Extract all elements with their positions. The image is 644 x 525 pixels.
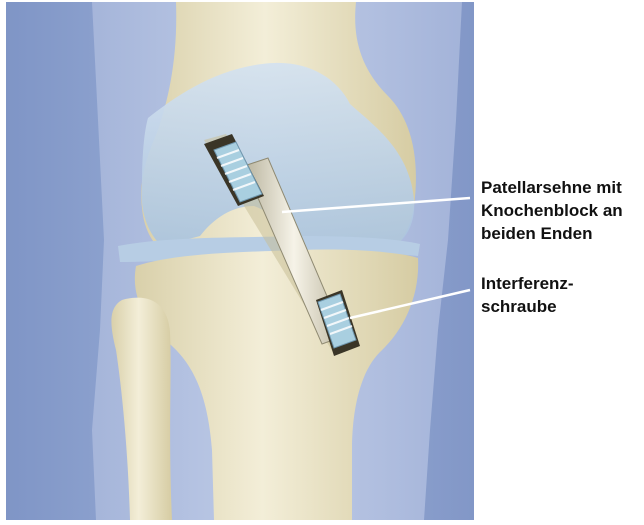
graft-label-line-3: beiden Enden — [481, 222, 623, 245]
screw-label-line-2: schraube — [481, 295, 574, 318]
graft-label-line-1: Patellarsehne mit — [481, 176, 623, 199]
graft-label: Patellarsehne mit Knochenblock an beiden… — [481, 176, 623, 245]
screw-label-line-1: Interferenz- — [481, 272, 574, 295]
screw-label: Interferenz- schraube — [481, 272, 574, 318]
graft-label-line-2: Knochenblock an — [481, 199, 623, 222]
